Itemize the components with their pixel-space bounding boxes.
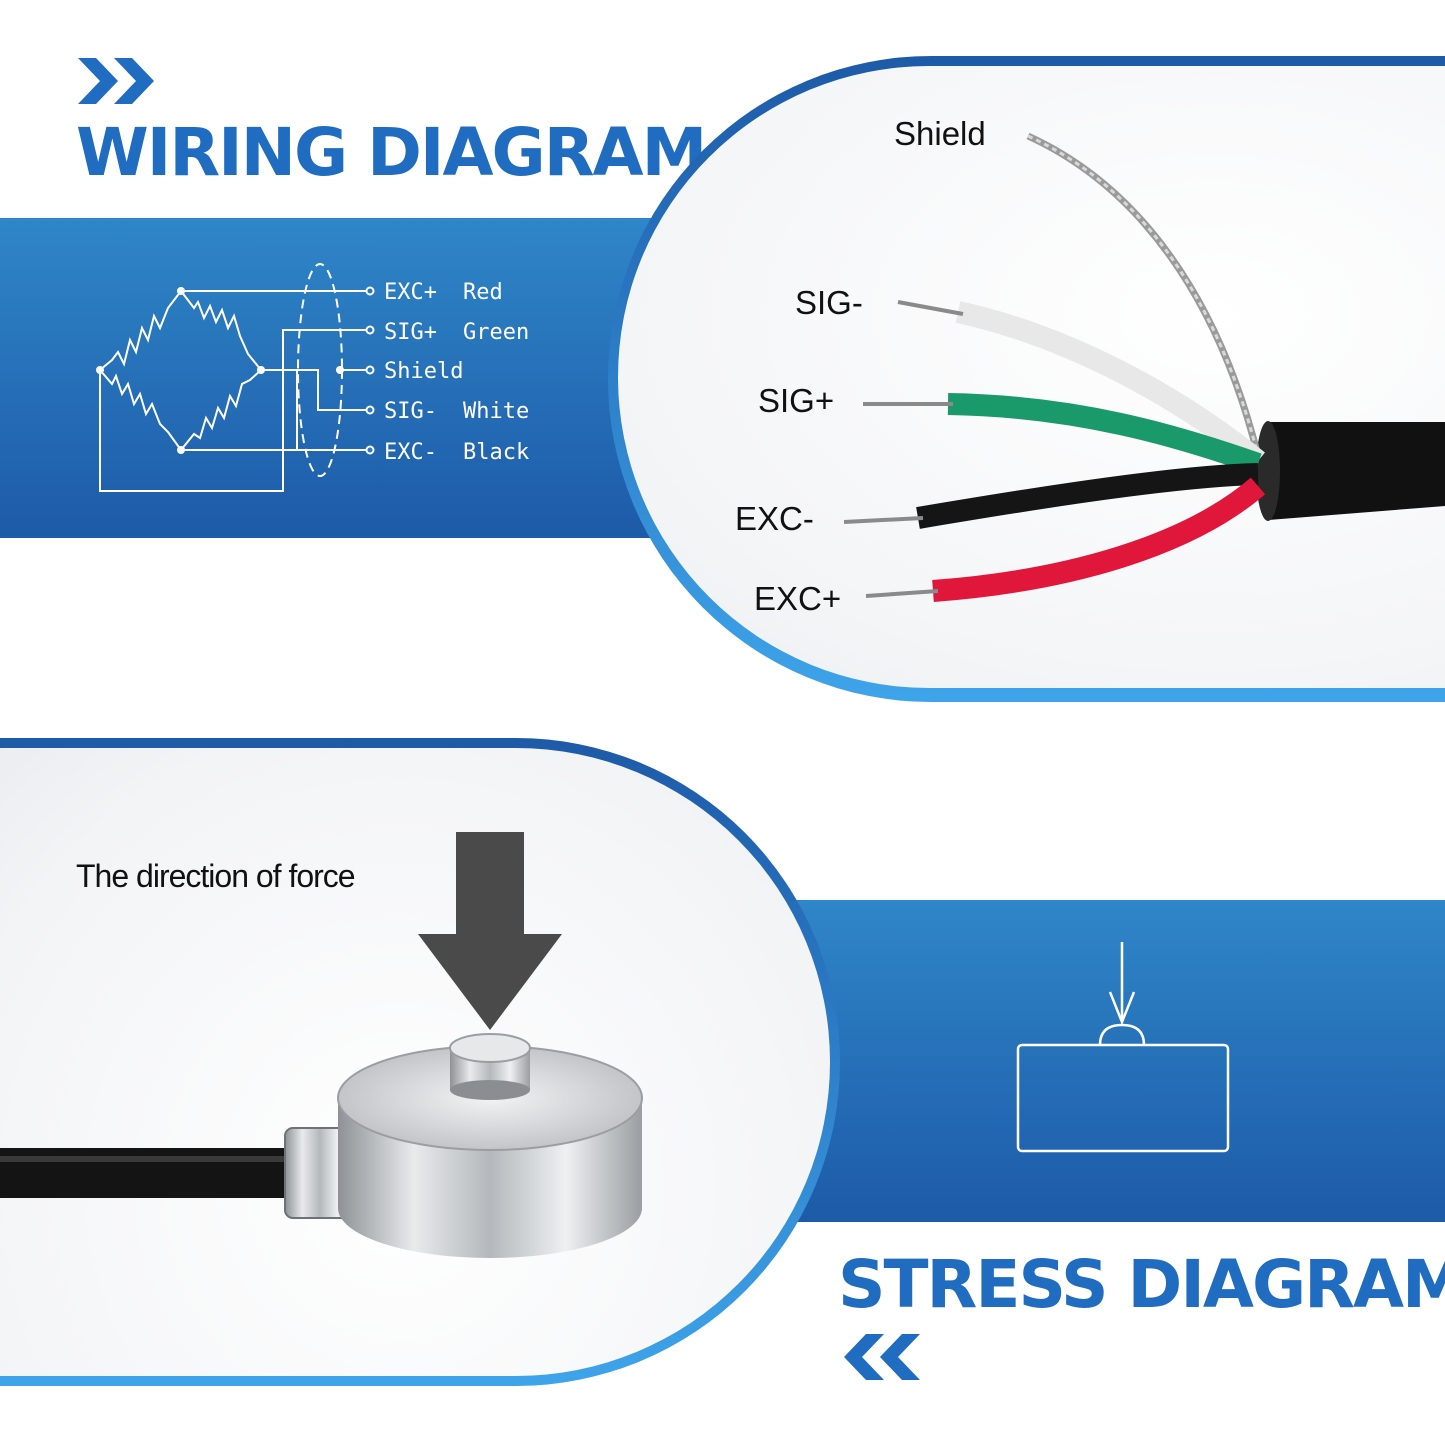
- schematic-shield: Shield: [384, 359, 463, 384]
- schematic-sig-plus-color: Green: [463, 320, 529, 345]
- stress-band: [740, 900, 1445, 1222]
- force-arrow-icon: [418, 832, 562, 1030]
- label-shield: Shield: [894, 115, 986, 152]
- bridge-schematic: EXC+ Red SIG+ Green Shield SIG- White EX…: [96, 263, 529, 492]
- force-direction-label: The direction of force: [76, 858, 356, 894]
- label-exc-plus: EXC+: [754, 580, 841, 617]
- wiring-diagram-title: WIRING DIAGRAM: [76, 114, 707, 191]
- double-chevron-right-icon: [78, 58, 154, 104]
- schematic-sig-minus: SIG-: [384, 399, 437, 424]
- stress-load-icon: [1016, 942, 1230, 1153]
- label-sig-plus: SIG+: [758, 382, 834, 419]
- sensor-illustration: [0, 832, 643, 1258]
- label-sig-minus: SIG-: [795, 284, 863, 321]
- schematic-exc-plus-color: Red: [463, 280, 503, 305]
- schematic-exc-plus: EXC+: [384, 280, 437, 305]
- schematic-exc-minus-color: Black: [463, 440, 529, 465]
- stress-diagram-title: STRESS DIAGRAM: [838, 1246, 1445, 1323]
- wire-photo-illustration: Shield SIG- SIG+ EXC- EXC+: [735, 115, 1445, 617]
- double-chevron-left-icon: [844, 1334, 920, 1380]
- schematic-sig-minus-color: White: [463, 399, 529, 424]
- label-exc-minus: EXC-: [735, 500, 814, 537]
- schematic-exc-minus: EXC-: [384, 440, 437, 465]
- schematic-sig-plus: SIG+: [384, 320, 437, 345]
